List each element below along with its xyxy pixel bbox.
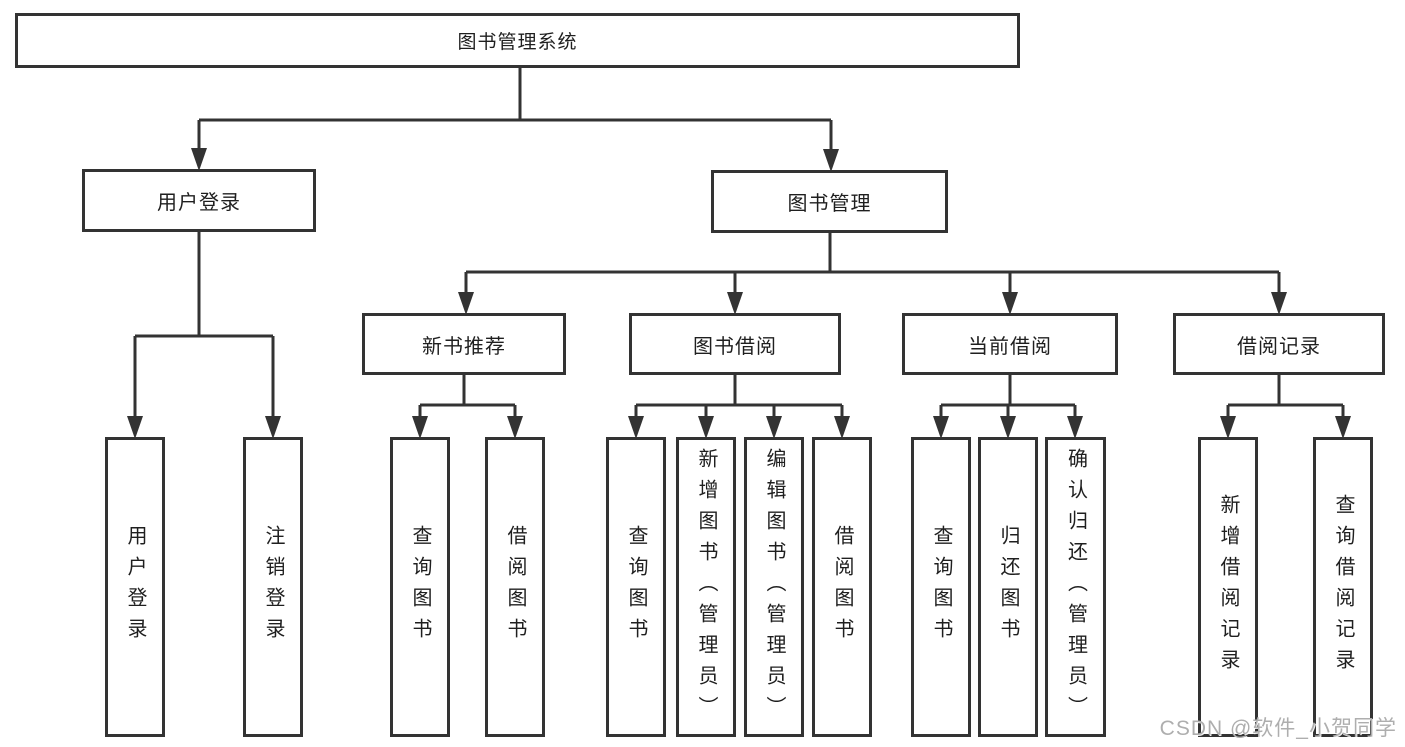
node-label: 新书推荐 — [422, 335, 506, 358]
leaf-add-borrow-record: 新增借阅记录 — [1198, 437, 1258, 737]
node-label: 新增借阅记录 — [1217, 494, 1239, 680]
node-label: 确认归还（管理员） — [1064, 447, 1087, 727]
node-current-borrowing: 当前借阅 — [902, 313, 1118, 375]
node-label: 用户登录 — [124, 525, 146, 649]
leaf-logout: 注销登录 — [243, 437, 303, 737]
leaf-borrow-books-borrowing: 借阅图书 — [812, 437, 872, 737]
node-new-book-recommendation: 新书推荐 — [362, 313, 566, 375]
node-borrowing-records: 借阅记录 — [1173, 313, 1385, 375]
leaf-edit-book-admin: 编辑图书（管理员） — [744, 437, 804, 737]
node-label: 借阅图书 — [831, 525, 853, 649]
leaf-return-books: 归还图书 — [978, 437, 1038, 737]
node-book-borrowing: 图书借阅 — [629, 313, 841, 375]
node-label: 查询图书 — [409, 525, 431, 649]
leaf-borrow-books-recommend: 借阅图书 — [485, 437, 545, 737]
node-label: 用户登录 — [157, 192, 241, 214]
node-book-management: 图书管理 — [711, 170, 948, 233]
leaf-search-books-current: 查询图书 — [911, 437, 971, 737]
node-label: 查询图书 — [930, 525, 952, 649]
leaf-search-books-recommend: 查询图书 — [390, 437, 450, 737]
leaf-add-book-admin: 新增图书（管理员） — [676, 437, 736, 737]
node-label: 借阅记录 — [1237, 335, 1321, 358]
node-label: 编辑图书（管理员） — [763, 447, 785, 727]
arrowhead-icons — [127, 148, 1351, 439]
node-label: 查询图书 — [625, 525, 647, 649]
leaf-confirm-return-admin: 确认归还（管理员） — [1045, 437, 1106, 737]
node-label: 图书管理 — [787, 193, 872, 215]
node-label: 借阅图书 — [504, 525, 526, 649]
leaf-search-books-borrowing: 查询图书 — [606, 437, 666, 737]
node-label: 图书管理系统 — [457, 32, 578, 53]
node-label: 图书借阅 — [693, 335, 777, 358]
node-library-management-system: 图书管理系统 — [15, 13, 1020, 68]
leaf-search-borrow-record: 查询借阅记录 — [1313, 437, 1373, 737]
node-label: 当前借阅 — [968, 335, 1052, 358]
node-label: 查询借阅记录 — [1332, 494, 1354, 680]
leaf-user-login: 用户登录 — [105, 437, 165, 737]
node-user-login: 用户登录 — [82, 169, 316, 232]
node-label: 新增图书（管理员） — [695, 447, 717, 727]
node-label: 注销登录 — [262, 525, 284, 649]
node-label: 归还图书 — [997, 525, 1019, 649]
